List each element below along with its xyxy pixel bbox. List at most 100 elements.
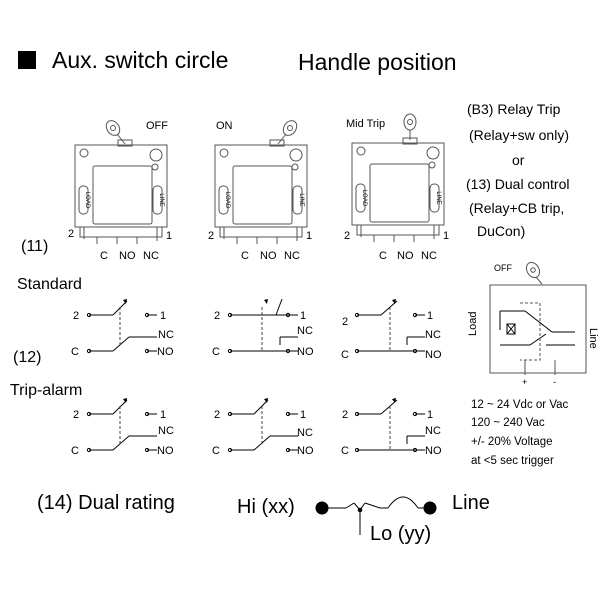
line-label-3: LINE xyxy=(435,191,441,204)
voltage-line-3: +/- 20% Voltage xyxy=(471,436,553,448)
breaker-mid-trip xyxy=(351,113,445,242)
switch-trip-alarm-off xyxy=(86,399,158,453)
relay-line-1: (B3) Relay Trip xyxy=(467,101,561,117)
load-label-2: LOAD xyxy=(224,192,230,209)
handle-position-title: Handle position xyxy=(298,49,457,75)
section-11-name: Standard xyxy=(17,276,82,293)
relay-diagram xyxy=(489,261,587,375)
section-14-title: (14) Dual rating xyxy=(37,492,175,514)
svg-text:NC: NC xyxy=(158,425,174,437)
schematic-labels: 2 1 NC C NO 2 1 NC C NO 2 1 NC C NO 2 1 … xyxy=(71,310,442,457)
relay-line-3: or xyxy=(512,152,525,168)
svg-text:C: C xyxy=(212,445,220,457)
term-2-b2: 2 xyxy=(208,230,214,242)
breaker-side-labels: LOAD LINE LOAD LINE LOAD LINE xyxy=(84,190,441,209)
voltage-line-1: 12 ~ 24 Vdc or Vac xyxy=(471,399,569,411)
svg-text:NC: NC xyxy=(297,325,313,337)
relay-labels: OFF + - xyxy=(494,263,556,387)
svg-text:1: 1 xyxy=(300,310,306,322)
breaker-terminal-labels: 2 1 C NO NC 2 1 C NO NC 2 1 C NO NC xyxy=(68,228,449,262)
term-2-b3: 2 xyxy=(344,230,350,242)
svg-text:1: 1 xyxy=(160,310,166,322)
load-label-1: LOAD xyxy=(84,192,90,209)
svg-text:NC: NC xyxy=(158,329,174,341)
voltage-line-4: at <5 sec trigger xyxy=(471,455,554,467)
term-no-b3: NO xyxy=(397,250,414,262)
svg-text:2: 2 xyxy=(73,409,79,421)
line-terminal-dot xyxy=(423,501,437,515)
handle-mid-trip xyxy=(403,113,417,131)
svg-text:NO: NO xyxy=(157,445,174,457)
svg-text:2: 2 xyxy=(342,316,348,328)
term-1-b3: 1 xyxy=(443,230,449,242)
handle-arrow-icons xyxy=(123,299,396,403)
svg-text:NC: NC xyxy=(297,427,313,439)
dual-rating-diagram xyxy=(315,496,437,535)
svg-text:NO: NO xyxy=(297,346,314,358)
term-c-b2: C xyxy=(241,250,249,262)
term-c-b3: C xyxy=(379,250,387,262)
lo-label: Lo (yy) xyxy=(370,523,432,545)
hi-terminal-dot xyxy=(315,501,329,515)
relay-handle xyxy=(525,261,541,279)
line-label-2: LINE xyxy=(298,193,304,206)
handle-label-off: OFF xyxy=(146,120,168,132)
relay-line-6: DuCon) xyxy=(477,223,526,239)
term-1-b1: 1 xyxy=(166,230,172,242)
switch-row-standard xyxy=(86,298,426,354)
svg-text:1: 1 xyxy=(427,409,433,421)
handle-on xyxy=(282,120,298,136)
term-2-b1: 2 xyxy=(68,228,74,240)
svg-text:C: C xyxy=(341,349,349,361)
hi-label: Hi (xx) xyxy=(237,496,295,518)
line-label-1: LINE xyxy=(158,193,164,206)
handle-label-on: ON xyxy=(216,120,233,132)
relay-line-label: Line xyxy=(587,328,599,349)
switch-standard-off xyxy=(86,300,158,354)
term-1-b2: 1 xyxy=(306,230,312,242)
aux-switch-title: Aux. switch circle xyxy=(52,47,229,73)
svg-text:C: C xyxy=(341,445,349,457)
load-label-3: LOAD xyxy=(361,190,367,207)
svg-text:C: C xyxy=(212,346,220,358)
section-12-name: Trip-alarm xyxy=(10,382,83,399)
term-c-b1: C xyxy=(100,250,108,262)
switch-standard-on xyxy=(227,298,299,354)
breaker-on xyxy=(214,120,308,244)
svg-text:NO: NO xyxy=(425,349,442,361)
svg-text:C: C xyxy=(71,445,79,457)
switch-trip-alarm-mid-trip xyxy=(354,399,426,453)
switch-standard-mid-trip xyxy=(354,300,426,354)
svg-text:1: 1 xyxy=(300,409,306,421)
relay-minus: - xyxy=(553,377,556,387)
svg-text:NO: NO xyxy=(425,445,442,457)
breaker-off xyxy=(74,120,168,244)
voltage-line-2: 120 ~ 240 Vac xyxy=(471,417,545,429)
relay-off-label: OFF xyxy=(494,263,512,273)
relay-line-4: (13) Dual control xyxy=(466,176,570,192)
line-label: Line xyxy=(452,492,490,514)
legend-square-icon xyxy=(18,51,36,69)
switch-row-trip-alarm xyxy=(86,399,426,453)
svg-text:NC: NC xyxy=(425,425,441,437)
section-11-number: (11) xyxy=(21,238,49,255)
svg-text:NO: NO xyxy=(157,346,174,358)
svg-text:2: 2 xyxy=(214,409,220,421)
term-no-b2: NO xyxy=(260,250,277,262)
term-no-b1: NO xyxy=(119,250,136,262)
svg-text:2: 2 xyxy=(342,409,348,421)
term-nc-b2: NC xyxy=(284,250,300,262)
svg-text:1: 1 xyxy=(160,409,166,421)
section-12-number: (12) xyxy=(13,349,42,366)
svg-text:NC: NC xyxy=(425,329,441,341)
relay-line-2: (Relay+sw only) xyxy=(469,127,569,143)
handle-label-mid-trip: Mid Trip xyxy=(346,118,386,130)
svg-text:C: C xyxy=(71,346,79,358)
handle-off xyxy=(105,120,121,136)
term-nc-b1: NC xyxy=(143,250,159,262)
term-nc-b3: NC xyxy=(421,250,437,262)
relay-load-label: Load xyxy=(467,311,479,336)
svg-text:2: 2 xyxy=(214,310,220,322)
